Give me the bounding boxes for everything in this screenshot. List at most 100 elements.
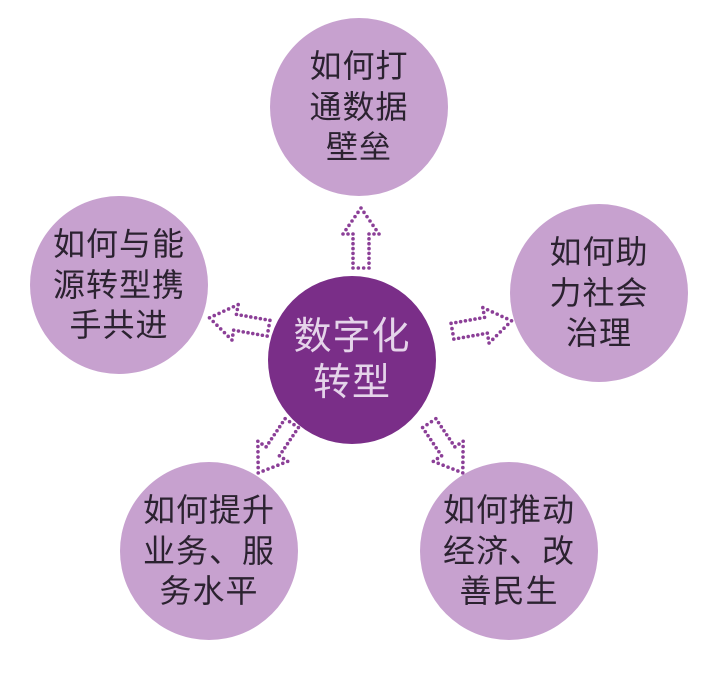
- arrow-bottom-left-dot: [256, 460, 260, 465]
- arrow-bottom-right-dot: [442, 428, 446, 433]
- arrow-bottom-right-dot: [441, 463, 445, 468]
- arrow-left-dot: [246, 330, 250, 335]
- arrow-right-dot: [495, 312, 499, 316]
- arrow-right-dot: [477, 316, 482, 321]
- arrow-top-dot: [367, 261, 371, 265]
- arrow-top-dot: [361, 266, 366, 270]
- arrow-bottom-left-dot: [277, 424, 282, 429]
- arrow-bottom-left-dot: [280, 420, 285, 425]
- arrow-top-dot: [353, 214, 357, 219]
- arrow-bottom-right-dot: [429, 419, 434, 424]
- arrow-bottom-left-dot: [293, 429, 298, 434]
- arrow-top-dot: [359, 206, 363, 210]
- arrow-left-dot: [212, 313, 217, 318]
- arrow-left-dot: [258, 316, 263, 321]
- arrow-bottom-left-dot: [283, 416, 287, 421]
- node-right-label: 如何助 力社会 治理: [549, 232, 649, 353]
- arrow-left-dot: [207, 315, 212, 320]
- arrow-top-dot: [356, 266, 361, 270]
- arrow-bottom-left-dot: [256, 439, 260, 444]
- arrow-bottom-right-dot: [446, 465, 450, 469]
- arrow-bottom-left-dot: [266, 467, 270, 471]
- node-right: 如何助 力社会 治理: [510, 204, 688, 382]
- arrow-left-dot: [231, 328, 236, 332]
- arrow-top-dot: [367, 251, 371, 256]
- arrow-bottom-left-dot: [292, 422, 296, 427]
- arrow-top-dot: [346, 232, 350, 236]
- arrow-top-dot: [362, 210, 366, 215]
- arrow-left-dot: [215, 323, 219, 328]
- arrow-bottom-right-dot: [461, 449, 465, 454]
- arrow-bottom-right-dot: [436, 461, 441, 466]
- arrow-right-dot: [509, 318, 514, 323]
- arrow-bottom-right-dot: [461, 455, 465, 459]
- arrow-left-dot: [235, 307, 240, 312]
- arrow-top-dot: [368, 219, 372, 223]
- arrow-left-dot: [231, 333, 235, 337]
- arrow-bottom-right-dot: [461, 444, 465, 449]
- arrow-right-dot: [500, 314, 504, 319]
- arrow-top-dot: [351, 237, 355, 241]
- arrow-bottom-left-dot: [275, 428, 279, 433]
- arrow-bottom-right-dot: [437, 449, 441, 454]
- arrow-bottom-left-dot: [256, 449, 260, 454]
- arrow-bottom-left-dot: [280, 449, 284, 454]
- arrow-bottom-right-dot: [457, 442, 461, 446]
- arrow-right-dot: [456, 336, 461, 341]
- arrow-right-dot: [485, 331, 490, 335]
- arrow-bottom-right-dot: [434, 445, 438, 450]
- arrow-right-dot: [451, 332, 455, 336]
- arrow-left-dot: [267, 323, 271, 328]
- node-bottom-right: 如何推动 经济、改 善民生: [420, 462, 598, 640]
- arrow-top-dot: [351, 241, 355, 246]
- arrow-right-dot: [486, 336, 491, 340]
- node-left: 如何与能 源转型携 手共进: [30, 196, 208, 374]
- arrow-left-dot: [234, 312, 239, 317]
- arrow-top-dot: [341, 232, 345, 236]
- arrow-right-dot: [450, 326, 454, 331]
- arrow-right-dot: [452, 337, 456, 341]
- arrow-left-dot: [241, 330, 246, 334]
- node-top-label: 如何打 通数据 壁垒: [309, 46, 409, 167]
- arrow-right: [449, 305, 514, 345]
- arrow-right-dot: [475, 333, 480, 337]
- arrow-bottom-right-dot: [461, 465, 465, 470]
- arrow-bottom-left-dot: [287, 419, 292, 424]
- arrow-right-dot: [482, 315, 487, 320]
- arrow-bottom-right-dot: [426, 433, 430, 438]
- node-bottom-right-label: 如何推动 经济、改 善民生: [442, 490, 575, 611]
- arrow-left-dot: [244, 314, 248, 318]
- arrow-right-dot: [471, 333, 475, 338]
- arrow-bottom-left: [256, 416, 301, 475]
- arrow-bottom-right-dot: [425, 422, 429, 427]
- arrow-bottom-left-dot: [296, 425, 301, 430]
- arrow-top-dot: [356, 210, 360, 215]
- arrow-bottom-left-dot: [269, 436, 274, 441]
- arrow-top-dot: [351, 261, 355, 265]
- arrow-left-dot: [217, 311, 221, 316]
- arrow-top-dot: [374, 227, 378, 232]
- arrow-bottom-right-dot: [436, 420, 441, 425]
- arrow-bottom-left-dot: [256, 471, 261, 475]
- arrow-bottom-right-dot: [431, 459, 436, 464]
- arrow-left-dot: [226, 334, 230, 339]
- arrow-bottom-left-dot: [288, 437, 293, 442]
- arrow-bottom-right-dot: [461, 460, 465, 465]
- arrow-top-dot: [377, 232, 381, 236]
- arrow-top-dot: [347, 223, 351, 228]
- arrow-bottom-right-dot: [428, 437, 433, 442]
- arrow-bottom-left-dot: [276, 463, 280, 468]
- arrow-left-dot: [222, 309, 226, 313]
- arrow-left-dot: [226, 307, 231, 311]
- arrow-right-dot: [490, 310, 495, 314]
- arrow-bottom-right-dot: [450, 441, 454, 445]
- arrow-left-dot: [263, 317, 267, 322]
- arrow-right-dot: [473, 317, 477, 321]
- arrow-right-dot: [506, 322, 510, 327]
- arrow-bottom-left-dot: [264, 445, 268, 449]
- center-node-label: 数字化 转型: [293, 314, 411, 404]
- arrow-bottom-left-dot: [271, 465, 275, 469]
- arrow-left-dot: [218, 327, 223, 331]
- arrow-right-dot: [449, 321, 453, 326]
